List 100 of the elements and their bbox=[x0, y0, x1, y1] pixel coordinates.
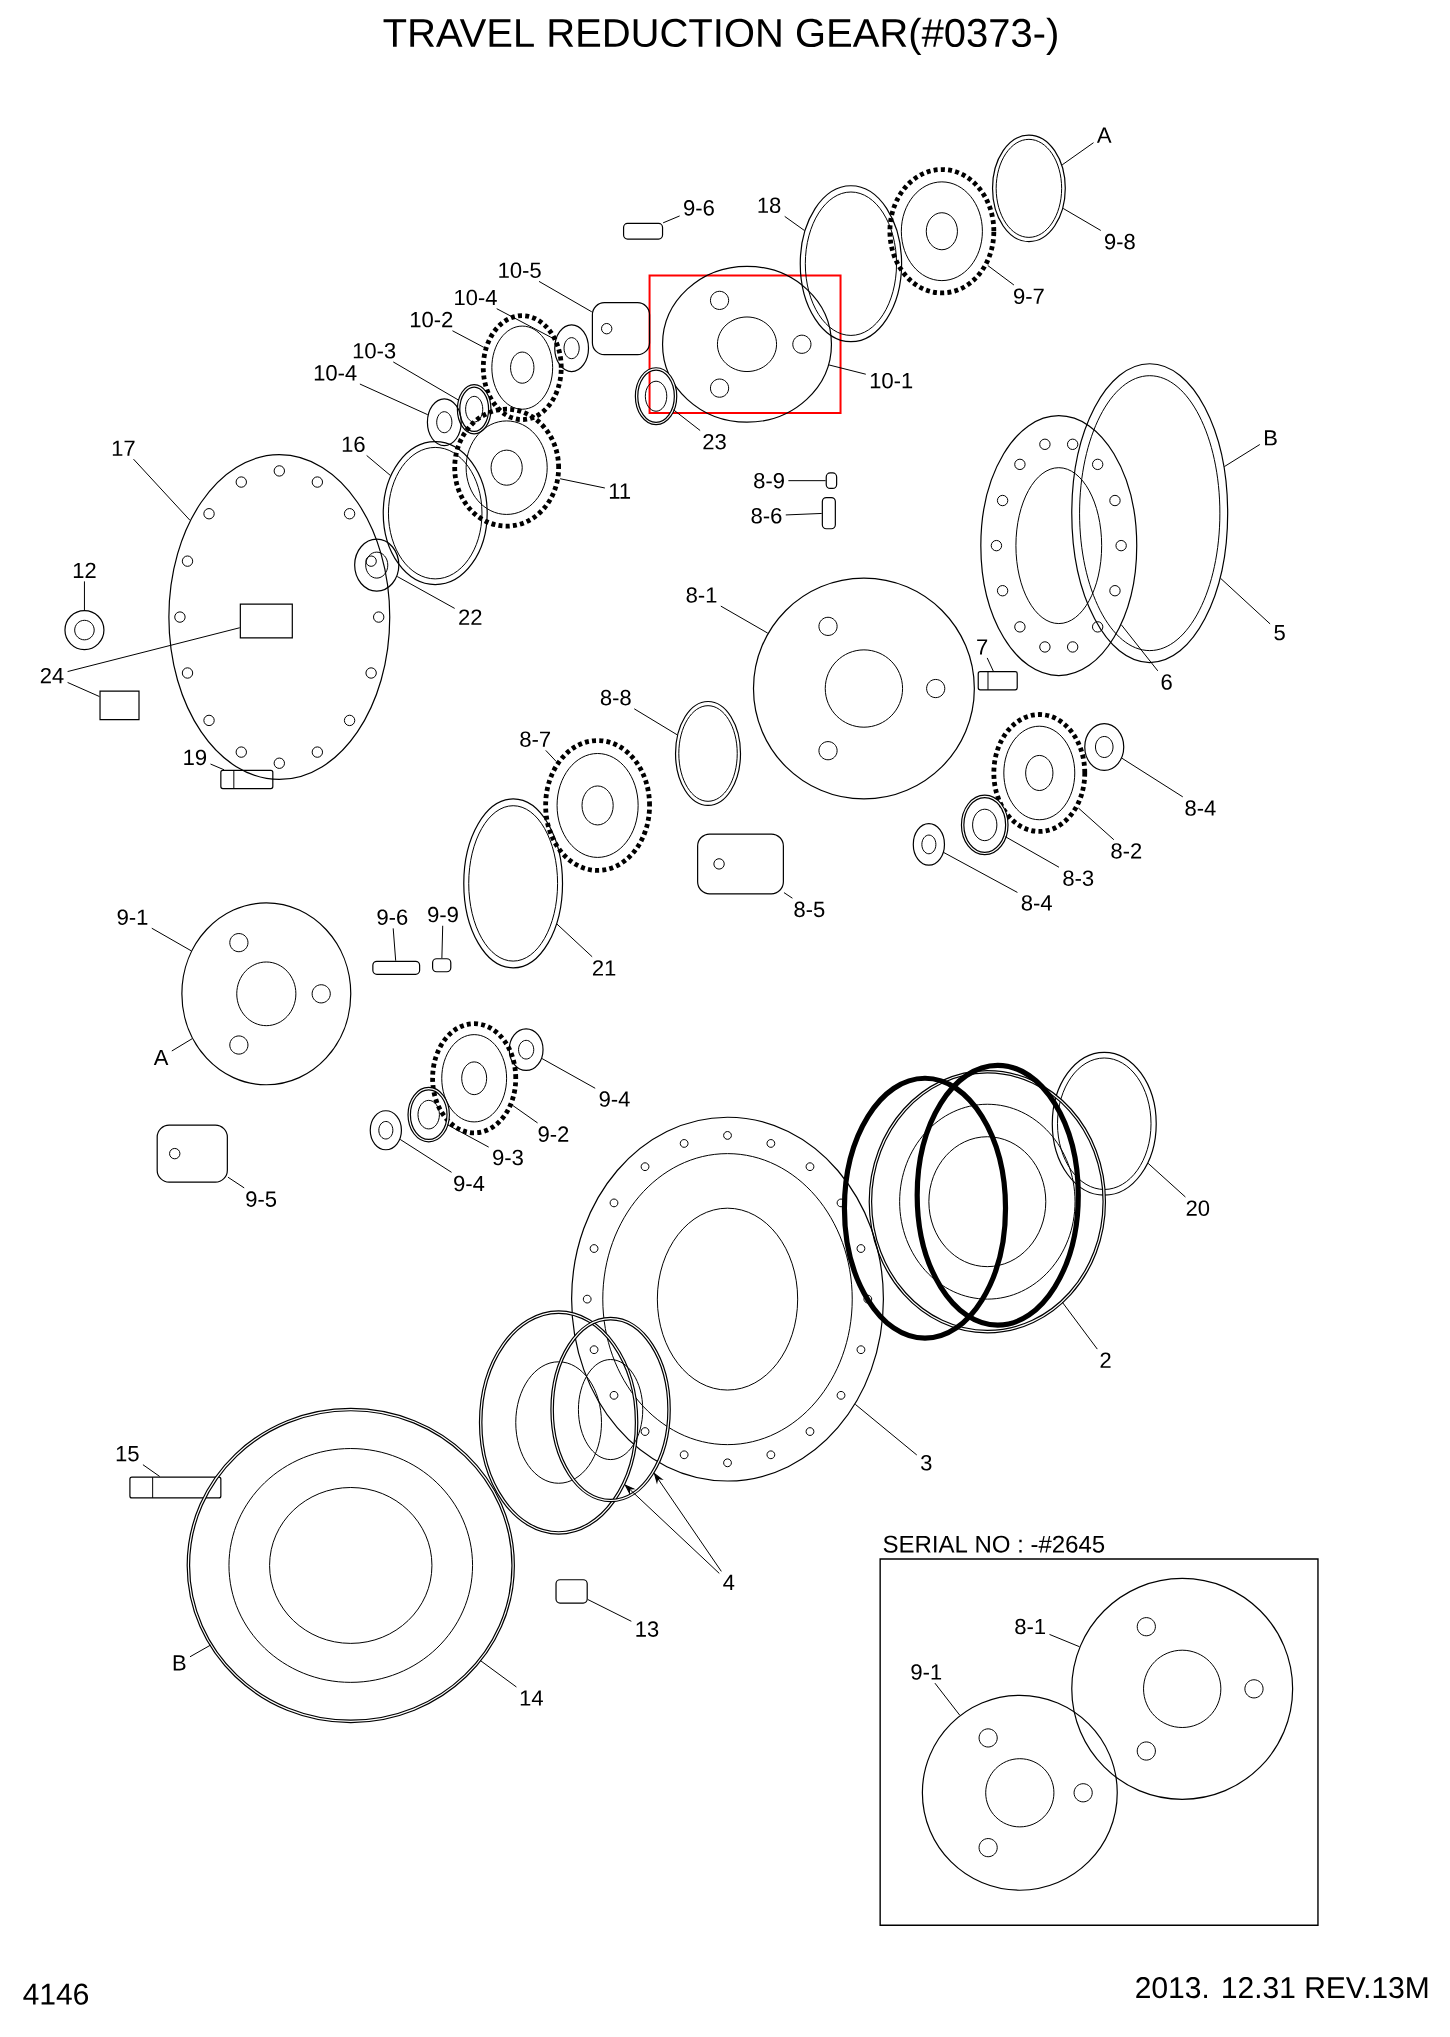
gear bbox=[430, 1021, 519, 1136]
leader-line bbox=[1120, 624, 1159, 672]
callout-number: 9-7 bbox=[1014, 288, 1044, 304]
bearing bbox=[634, 367, 678, 426]
leader-line bbox=[396, 576, 456, 609]
callout-number: 10-2 bbox=[411, 311, 453, 328]
leader-line bbox=[720, 605, 769, 634]
callout-number: 22 bbox=[459, 609, 482, 625]
callout-number: 9-1 bbox=[117, 909, 148, 925]
callout-number: 10-1 bbox=[870, 372, 913, 389]
leader-line bbox=[783, 892, 794, 899]
leader-line bbox=[171, 1038, 193, 1052]
callout-number: 5 bbox=[1274, 625, 1285, 641]
leader-line bbox=[359, 383, 429, 416]
pin bbox=[821, 496, 837, 530]
leader-line bbox=[1224, 444, 1261, 468]
callout-number: 8-1 bbox=[1015, 1618, 1046, 1635]
leader-line bbox=[538, 280, 593, 313]
node-label: SERIAL NO : -#2645 bbox=[883, 1535, 1105, 1553]
gear bbox=[480, 313, 564, 422]
carrier bbox=[662, 265, 833, 423]
leader-line bbox=[654, 1473, 722, 1572]
callout-number: 10-5 bbox=[499, 262, 541, 278]
leader-line bbox=[986, 657, 994, 672]
leader-line bbox=[392, 361, 460, 401]
callout-number: 4 bbox=[723, 1574, 735, 1590]
callout-number: 6 bbox=[1161, 674, 1172, 690]
callout-number: 9-6 bbox=[684, 200, 714, 216]
leader-line bbox=[934, 1682, 961, 1716]
leader-line bbox=[1061, 142, 1095, 166]
leader-line bbox=[210, 763, 225, 771]
callout-number: 9-9 bbox=[428, 906, 458, 923]
bolt bbox=[129, 1476, 222, 1499]
sleeve bbox=[156, 1124, 229, 1183]
callout-number: 12 bbox=[73, 562, 96, 578]
leader-line bbox=[633, 708, 678, 736]
bolt bbox=[977, 671, 1018, 691]
bearing bbox=[478, 1310, 639, 1535]
bearing bbox=[550, 1316, 671, 1503]
leader-line bbox=[67, 627, 241, 673]
washer bbox=[554, 324, 590, 373]
callout-number: 9-5 bbox=[246, 1191, 277, 1207]
leader-line bbox=[784, 215, 806, 232]
callout-number: 9-4 bbox=[454, 1175, 485, 1192]
leader-line bbox=[366, 455, 391, 476]
leader-line bbox=[662, 215, 681, 224]
pin bbox=[825, 472, 838, 490]
ring bbox=[799, 185, 903, 343]
callout-number: 15 bbox=[116, 1446, 139, 1462]
leader-line bbox=[1005, 836, 1060, 868]
leader-line bbox=[452, 330, 485, 348]
callout-number: 8-1 bbox=[686, 587, 717, 603]
callout-number: 8-2 bbox=[1111, 843, 1142, 859]
revision-date: 2013. 12.31 REV.13M bbox=[1136, 1977, 1428, 1999]
carrier bbox=[1071, 1577, 1294, 1800]
leader-line bbox=[1147, 1162, 1186, 1198]
leader-line bbox=[854, 1403, 918, 1456]
leader-line bbox=[1078, 807, 1115, 841]
pin bbox=[555, 1579, 588, 1604]
ring bbox=[1071, 363, 1229, 664]
carrier bbox=[181, 902, 352, 1086]
gear bbox=[452, 406, 562, 529]
callout-number: 10-3 bbox=[353, 343, 396, 359]
callout-number: 8-4 bbox=[1185, 800, 1216, 816]
callout-number: 8-4 bbox=[1021, 895, 1052, 911]
leader-line bbox=[151, 927, 192, 952]
leader-line bbox=[67, 681, 100, 698]
callout-number: 8-9 bbox=[754, 472, 784, 489]
callout-number: 8-8 bbox=[600, 689, 631, 706]
washer bbox=[426, 398, 462, 447]
leader-line bbox=[189, 1644, 212, 1658]
callout-number: 10-4 bbox=[314, 365, 357, 381]
leader-line bbox=[479, 1659, 517, 1688]
leader-line bbox=[496, 308, 556, 341]
leader-line bbox=[133, 458, 191, 521]
hub bbox=[571, 1116, 885, 1482]
callout-number: 20 bbox=[1186, 1200, 1210, 1216]
ring bbox=[992, 134, 1066, 243]
plug bbox=[64, 610, 105, 651]
leader-line bbox=[587, 1599, 632, 1622]
callout-number: 16 bbox=[342, 436, 365, 453]
housing bbox=[186, 1407, 516, 1724]
callout-number: 17 bbox=[112, 440, 135, 456]
washer bbox=[1084, 723, 1125, 771]
leader-line bbox=[399, 1138, 453, 1173]
washer bbox=[369, 1110, 403, 1151]
leader-line bbox=[673, 409, 701, 431]
bearing bbox=[960, 794, 1009, 856]
leader-line bbox=[987, 265, 1015, 286]
gear bbox=[991, 712, 1088, 834]
leader-line bbox=[1061, 1301, 1098, 1350]
leader-line bbox=[545, 749, 557, 763]
bolt bbox=[220, 769, 274, 790]
sleeve bbox=[697, 833, 785, 895]
callout-number: 9-1 bbox=[911, 1664, 942, 1680]
callout-number: 11 bbox=[610, 483, 631, 499]
bearing bbox=[407, 1086, 451, 1143]
ring bbox=[675, 700, 742, 807]
callout-number: B bbox=[1265, 430, 1277, 446]
sleeve bbox=[591, 302, 651, 356]
